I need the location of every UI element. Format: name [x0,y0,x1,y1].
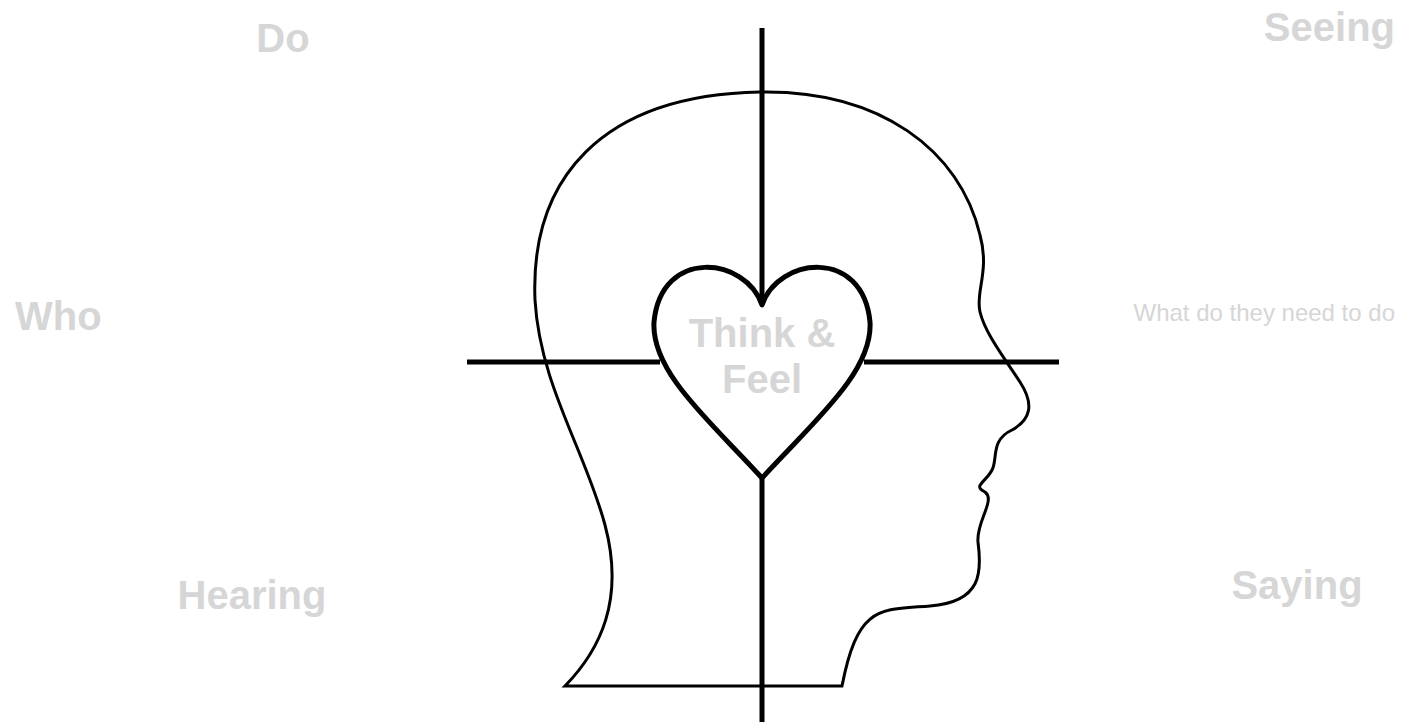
axis-line [760,28,765,306]
heart-shape: Think & Feel [651,252,873,480]
axis-line [760,478,765,722]
axis-line [864,360,1059,365]
head-outline [535,92,1029,686]
quadrant-label: What do they need to do [1133,298,1395,328]
quadrant-label: Do [256,15,309,61]
axis-line [467,360,660,365]
node-text: Think & Feel [677,310,847,402]
quadrant-label: Hearing [178,572,327,618]
quadrant-label: Saying [1231,562,1362,608]
quadrant-label: Seeing [1264,4,1395,50]
quadrant-label: Who [15,293,102,339]
